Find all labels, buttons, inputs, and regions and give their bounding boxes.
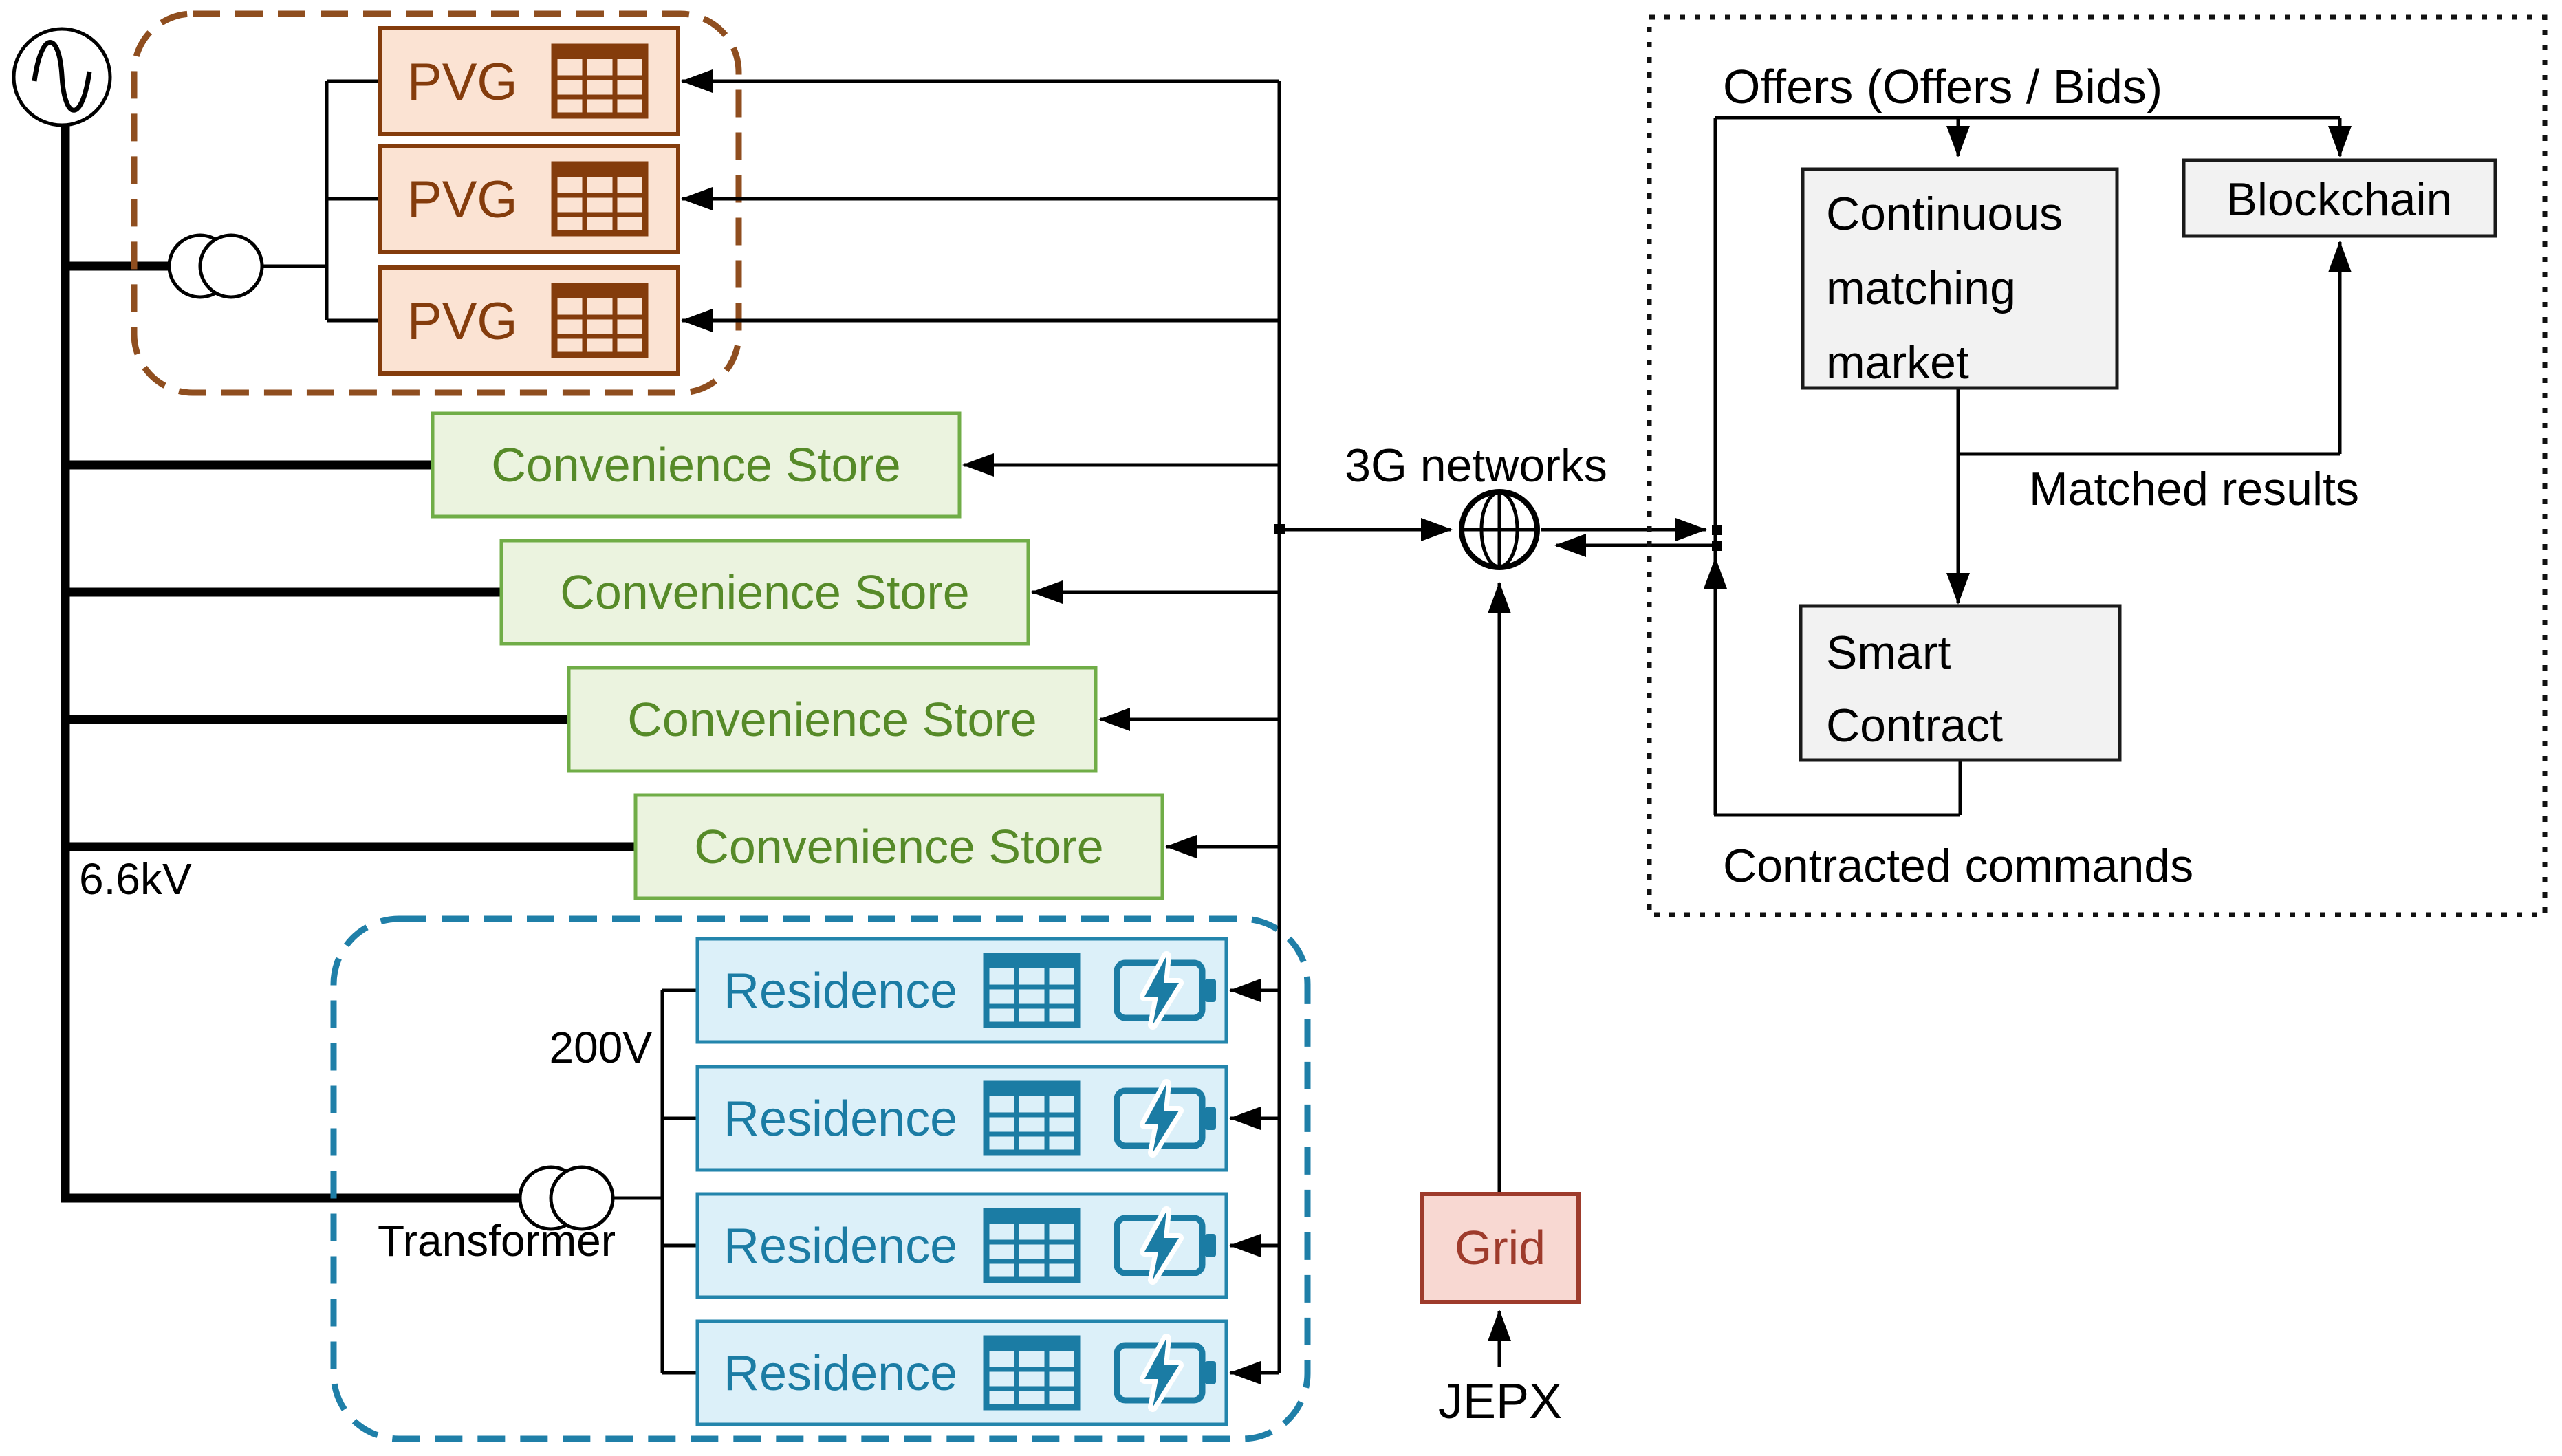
residence-label: Residence (724, 1219, 957, 1274)
jepx-label: JEPX (1438, 1374, 1562, 1429)
residence-label: Residence (724, 1346, 957, 1401)
matching-market-box: Continuous matching market (1801, 167, 2119, 390)
pvg-label: PVG (407, 53, 518, 111)
pvg-label: PVG (407, 171, 518, 229)
smart-contract-box: Smart Contract (1799, 604, 2122, 762)
residence-label: Residence (724, 1091, 957, 1147)
pvg-box-1: PVG (378, 26, 680, 136)
residence-voltage-label: 200V (550, 1023, 653, 1072)
network-label: 3G networks (1345, 439, 1607, 492)
convenience-store-box-2: Convenience Store (499, 539, 1030, 646)
residence-label: Residence (724, 964, 957, 1019)
residence-box-1: Residence (695, 937, 1228, 1044)
grid-label: Grid (1455, 1221, 1545, 1274)
communication-wiring (681, 69, 1453, 1384)
residence-transformer-icon (518, 1165, 615, 1231)
residence-feeder-wiring (613, 988, 702, 1375)
pvg-feeder-wiring (262, 79, 382, 323)
store-label: Convenience Store (627, 693, 1036, 746)
convenience-store-box-4: Convenience Store (633, 793, 1164, 900)
residence-group-border (330, 915, 1311, 1442)
store-label: Convenience Store (491, 438, 900, 492)
offers-label: Offers (Offers / Bids) (1723, 60, 2162, 113)
platform-border (1647, 14, 2548, 917)
residence-box-3: Residence (695, 1192, 1228, 1299)
platform-wiring (1704, 116, 2352, 817)
blockchain-box: Blockchain (2182, 158, 2497, 238)
matching-market-line: market (1826, 336, 1969, 389)
pvg-box-3: PVG (378, 265, 680, 376)
convenience-store-box-1: Convenience Store (431, 411, 962, 519)
contracted-commands-label: Contracted commands (1723, 840, 2193, 892)
power-bus-wiring (61, 124, 638, 1203)
globe-platform-links (1541, 518, 1722, 557)
transformer-label: Transformer (378, 1216, 616, 1265)
bus-voltage-label: 6.6kV (79, 854, 192, 904)
pvg-box-2: PVG (378, 144, 680, 254)
matching-market-line: Continuous (1826, 188, 2063, 240)
smart-contract-line: Contract (1826, 699, 2003, 752)
residence-box-4: Residence (695, 1319, 1228, 1426)
residence-box-2: Residence (695, 1065, 1228, 1172)
matching-market-line: matching (1826, 262, 2016, 314)
pvg-label: PVG (407, 292, 518, 351)
store-label: Convenience Store (560, 565, 969, 619)
smart-contract-line: Smart (1826, 627, 1951, 679)
pvg-transformer-icon (167, 233, 264, 299)
blockchain-label: Blockchain (2226, 173, 2453, 226)
convenience-store-box-3: Convenience Store (567, 666, 1098, 773)
grid-box: Grid (1420, 1192, 1581, 1304)
pvg-group-border (131, 10, 742, 396)
matched-results-label: Matched results (2029, 463, 2359, 515)
ac-source-icon (12, 27, 112, 127)
globe-icon (1459, 489, 1540, 570)
store-label: Convenience Store (694, 820, 1103, 873)
